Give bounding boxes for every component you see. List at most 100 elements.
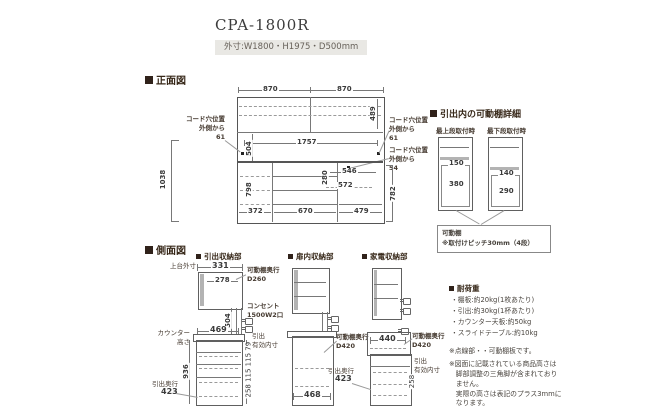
- leader-line: [480, 210, 505, 225]
- outlet-plug-icon: [400, 298, 411, 305]
- dim-bottom-left: 372: [247, 207, 264, 215]
- side-view-heading: 側面図: [145, 242, 186, 257]
- front-view-heading: 正面図: [145, 72, 186, 87]
- load-info-heading-label: 耐荷重: [457, 284, 480, 293]
- load-item: ・スライドテーブル:約10kg: [451, 329, 538, 337]
- dimension-tick: [386, 165, 393, 166]
- counter-line: [237, 161, 383, 163]
- drawer-front-line: [196, 364, 241, 365]
- drawer-box-dashed: [199, 356, 238, 357]
- section-square-icon: [145, 245, 153, 254]
- dotted-line-note: ※点線部・・可動棚板です。: [449, 347, 536, 355]
- shelf-line: [294, 282, 326, 283]
- dimension-tick: [197, 264, 198, 271]
- drawer-front-line: [273, 176, 337, 177]
- drawer-box-dashed: [373, 384, 407, 385]
- mini-cabinet-rail: [490, 147, 519, 148]
- dimension-tick: [405, 337, 406, 344]
- upper-unit-outline: [292, 268, 330, 314]
- shelf-detail-heading: 引出内の可動棚詳細: [430, 107, 521, 120]
- dim-drawer-depth: 423: [160, 387, 179, 396]
- drawer-front-line: [196, 352, 241, 353]
- section-square-icon: [145, 75, 153, 84]
- upper-unit-outline: [198, 272, 243, 310]
- load-info-heading: 耐荷重: [449, 283, 480, 294]
- load-item: ・棚板:約20kg(1枚あたり): [451, 296, 535, 304]
- outlet-plug-icon: [242, 318, 253, 325]
- lower-unit-outline: [196, 340, 243, 406]
- shelf-depth-label: 可動棚奥行 D420: [336, 333, 369, 350]
- dim-opening-height: 504: [244, 140, 253, 157]
- top-position-label: 最上段取付時: [436, 127, 475, 135]
- leader-line: [351, 383, 372, 391]
- drawer-box-dashed: [199, 382, 238, 383]
- drawer-inner-label: 引出 有効内寸: [252, 332, 278, 349]
- dimension-tick: [238, 328, 239, 335]
- top-outer-label: 上台外寸: [170, 262, 196, 270]
- drawer-front-line: [273, 204, 337, 205]
- dim-shelf-bottom-space: 380: [448, 180, 465, 188]
- back-panel-line: [322, 312, 323, 331]
- dimension-tick: [242, 264, 243, 271]
- upper-unit-outline: [372, 268, 402, 320]
- dim-top-outer: 331: [211, 261, 230, 270]
- load-item: ・カウンター天板:約50kg: [451, 318, 532, 326]
- drawer-front-line: [273, 190, 337, 191]
- dim-lower-height: 936: [181, 363, 190, 380]
- dim-bottom-right: 479: [353, 207, 370, 215]
- dimension-tick: [383, 87, 384, 93]
- dimension-tick: [293, 393, 294, 400]
- dim-drawer-inner-height: 258: [408, 373, 417, 390]
- cord-hole-mark: [377, 152, 380, 155]
- cord-hole-label-right-bottom: コード穴位置 外側から 54: [389, 146, 428, 172]
- dim-niche-width: 546: [341, 167, 358, 175]
- drawer-box-dashed: [295, 386, 329, 387]
- mini-cabinet-outline: [488, 137, 523, 211]
- door-unit-heading: 扉内収納部: [288, 251, 334, 262]
- back-panel-line: [236, 308, 237, 335]
- back-panel-line: [327, 312, 328, 331]
- dim-left-total-height: 1038: [159, 168, 168, 191]
- section-square-icon: [362, 254, 367, 259]
- drawer-box-dashed: [199, 396, 238, 397]
- dimension-line: [377, 99, 378, 129]
- movable-shelf-board: [440, 157, 469, 160]
- dimension-tick: [377, 140, 378, 146]
- dim-upper-height: 489: [368, 105, 377, 122]
- lower-unit-outline: [370, 354, 412, 406]
- cord-hole-mark: [347, 166, 350, 169]
- upper-divider: [310, 97, 311, 132]
- dimension-tick: [370, 337, 371, 344]
- cord-hole-label-left: コード穴位置 外側から 61: [186, 115, 225, 141]
- dim-left-inner-height: 798: [244, 181, 253, 198]
- dimension-tick: [238, 87, 239, 93]
- cord-hole-mark: [241, 152, 244, 155]
- dimension-tick: [310, 87, 311, 93]
- section-square-icon: [430, 110, 437, 117]
- door-panel: [200, 274, 204, 306]
- section-square-icon: [288, 254, 293, 259]
- dim-niche-height: 280: [320, 169, 329, 186]
- slide-table-dashed-line: [370, 348, 406, 349]
- movable-shelf-dashed-line: [240, 176, 270, 177]
- movable-shelf-dashed-line: [239, 115, 381, 116]
- drawer-box-dashed: [373, 395, 407, 396]
- section-square-icon: [449, 286, 454, 291]
- drawer-box-dashed: [373, 372, 407, 373]
- dim-drawer-depth: 423: [334, 374, 353, 383]
- dim-top-inner: 278: [214, 276, 231, 284]
- movable-shelf-dashed-line: [240, 190, 270, 191]
- lower-divider: [272, 163, 273, 222]
- drawer-depth-label: 引出奥行: [152, 380, 178, 388]
- dim-opening-width: 1757: [296, 138, 318, 146]
- dim-top-left: 870: [262, 85, 279, 93]
- dim-bottom-mid: 670: [297, 207, 314, 215]
- shelf-depth-label: 可動棚奥行 D260: [247, 266, 280, 283]
- cabinet-outline: [237, 97, 385, 224]
- shelf-depth-label: 可動棚奥行 D420: [412, 332, 445, 349]
- dim-shelf-bottom-space: 290: [498, 187, 515, 195]
- dimension-line: [171, 140, 172, 222]
- side-view-heading-label: 側面図: [156, 246, 186, 257]
- drawer-front-line: [196, 377, 241, 378]
